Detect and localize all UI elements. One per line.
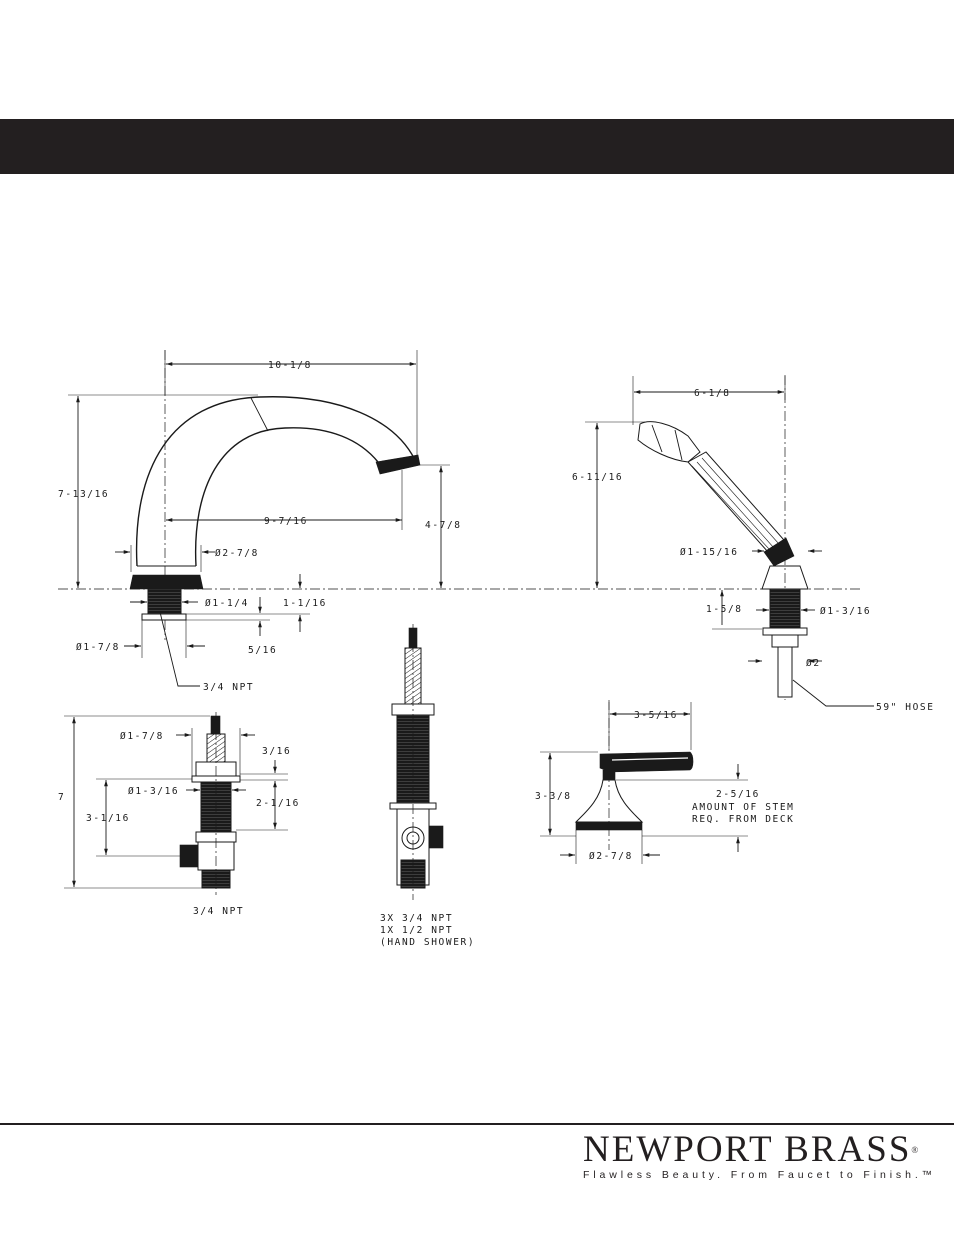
dim-spout-deck-min: 5/16	[248, 645, 277, 656]
dim-shower-nut-dia: Ø2	[806, 658, 821, 669]
shower-shank	[769, 588, 801, 629]
dim-shower-height: 6-11/16	[572, 472, 623, 483]
dim-diverter-port-3: (HAND SHOWER)	[380, 937, 475, 948]
valve-view: 7 3-1/16 Ø1-7/8 Ø1-3/16 3/16 2-1/16 3/4 …	[58, 712, 300, 917]
dim-handle-stem-note-1: AMOUNT OF STEM	[692, 802, 794, 813]
shower-hose	[777, 646, 793, 698]
dim-valve-thread: 3/4 NPT	[193, 906, 244, 917]
dim-handle-stem: 2-5/16	[716, 789, 760, 800]
hand-shower-view: 6-1/8 6-11/16 Ø1-15/16 1-5/8 Ø1-3/16 Ø2 …	[572, 375, 935, 713]
spout-outer-curve	[135, 396, 416, 567]
dim-shower-holder-dia: Ø1-15/16	[680, 547, 739, 558]
dim-spout-thread: 3/4 NPT	[203, 682, 254, 693]
brand-name: NEWPORT BRASS®	[583, 1129, 921, 1170]
dim-valve-height: 7	[58, 792, 65, 803]
dim-handle-base-dia: Ø2-7/8	[589, 851, 633, 862]
spout-seam	[250, 397, 269, 432]
tub-spout-view: 10-1/8 7-13/16 9-7/16 4-7/8 Ø2-7/8 Ø1-1/…	[58, 350, 462, 693]
spout-outlet	[375, 454, 421, 475]
dim-spout-nut-dia: Ø1-7/8	[76, 642, 120, 653]
dim-valve-shank-dia: Ø1-3/16	[128, 786, 179, 797]
shower-connector	[763, 537, 795, 567]
dim-valve-nut-dia: Ø1-7/8	[120, 731, 164, 742]
spout-inner-curve	[194, 427, 379, 567]
shower-handle-grip	[691, 457, 780, 551]
dim-handle-stem-note-2: REQ. FROM DECK	[692, 814, 794, 825]
shower-handle	[687, 451, 785, 553]
dim-spout-outlet-height: 4-7/8	[425, 520, 462, 531]
brand-tagline: Flawless Beauty. From Faucet to Finish.™	[583, 1169, 937, 1181]
dim-valve-nut-thickness: 3/16	[262, 746, 291, 757]
shower-head	[637, 421, 701, 463]
brand-logo: NEWPORT BRASS® Flawless Beauty. From Fau…	[583, 1129, 937, 1182]
spout-nut	[141, 613, 187, 621]
dim-shower-width: 6-1/8	[694, 388, 731, 399]
footer-rule	[0, 1123, 954, 1125]
dim-diverter-port-2: 1X 1/2 NPT	[380, 925, 453, 936]
dim-spout-reach: 9-7/16	[264, 516, 308, 527]
valve-inlet	[179, 844, 199, 868]
dim-spout-width: 10-1/8	[268, 360, 312, 371]
diverter-view: 3X 3/4 NPT 1X 1/2 NPT (HAND SHOWER)	[380, 624, 475, 948]
lever-handle-view: 3-5/16 3-3/8 2-5/16 AMOUNT OF STEM REQ. …	[535, 700, 794, 864]
dim-spout-height: 7-13/16	[58, 489, 109, 500]
header-bar	[0, 119, 954, 174]
dim-valve-inlet-height: 3-1/16	[86, 813, 130, 824]
lever	[599, 751, 694, 773]
dim-shower-hose: 59" HOSE	[876, 702, 935, 713]
dim-shower-shank-dia: Ø1-3/16	[820, 606, 871, 617]
dim-valve-deck-range: 2-1/16	[256, 798, 300, 809]
dim-handle-length: 3-5/16	[634, 710, 678, 721]
spout-shank	[147, 588, 182, 615]
valve-stem-tip	[210, 715, 221, 735]
spout-base	[129, 574, 204, 590]
shower-nut	[762, 627, 808, 636]
dim-spout-base-dia: Ø2-7/8	[215, 548, 259, 559]
dim-shower-deck: 1-5/8	[706, 604, 743, 615]
dim-spout-shank-dia: Ø1-1/4	[205, 598, 249, 609]
dim-diverter-port-1: 3X 3/4 NPT	[380, 913, 453, 924]
dim-handle-height: 3-3/8	[535, 791, 572, 802]
dim-spout-deck-max: 1-1/16	[283, 598, 327, 609]
